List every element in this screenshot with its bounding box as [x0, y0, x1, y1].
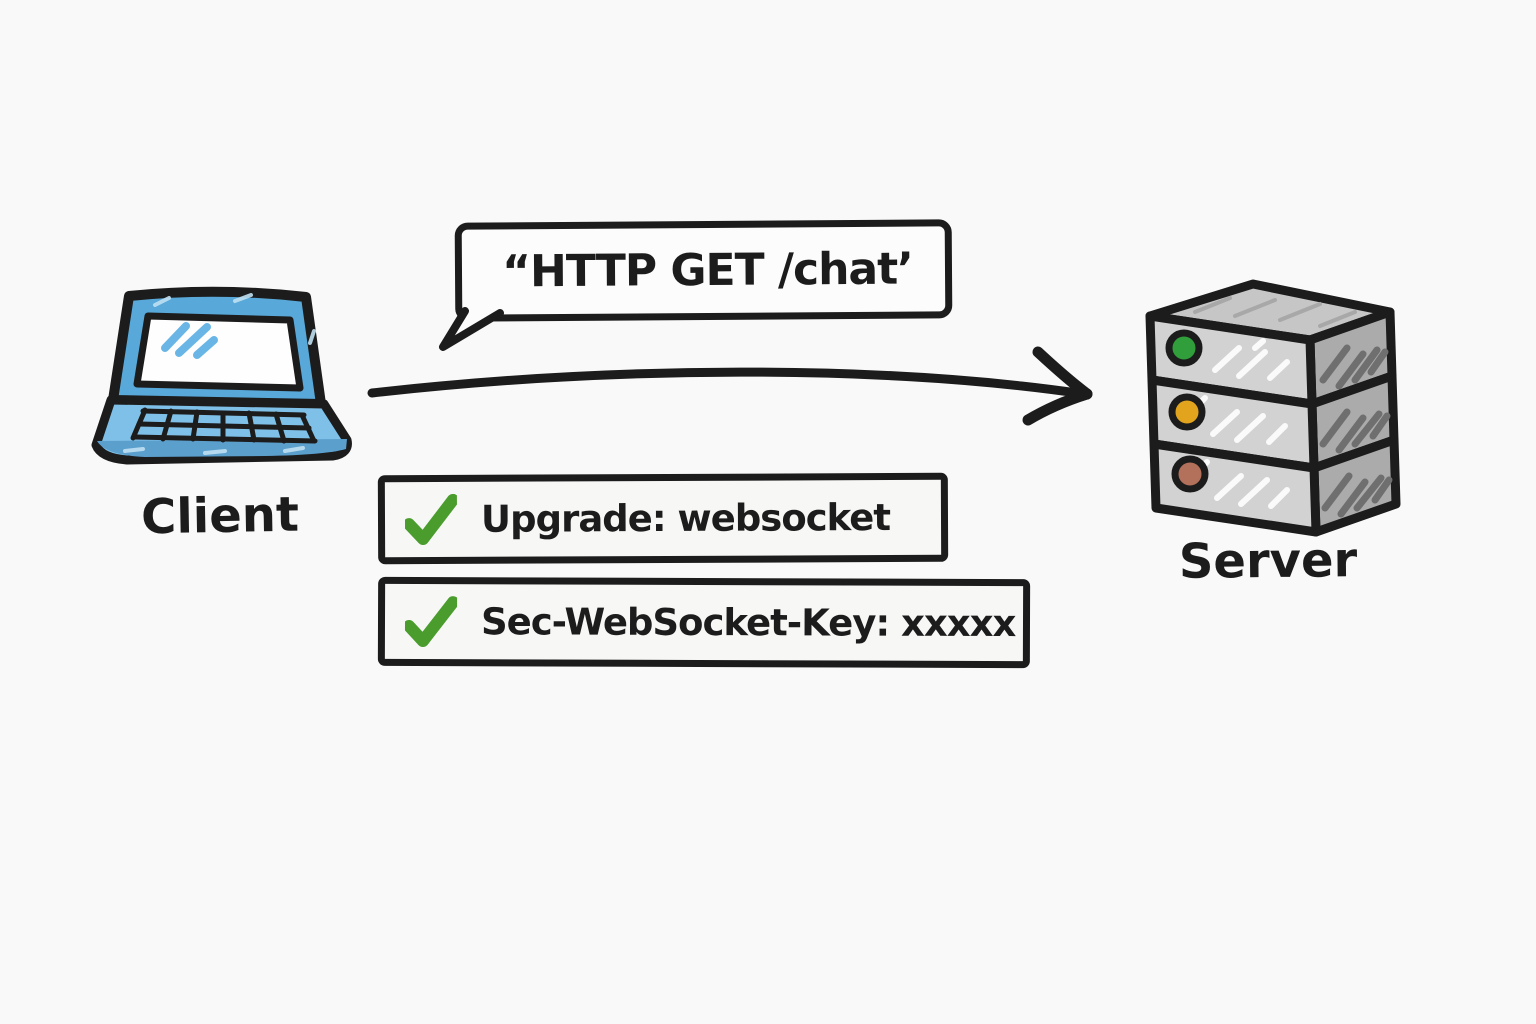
laptop-illustration: [91, 286, 352, 465]
server-illustration: [1145, 279, 1401, 537]
header-label-websocket-key: Sec-WebSocket-Key: xxxxx: [480, 600, 1016, 646]
speech-bubble: “HTTP GET /chat’: [454, 219, 953, 322]
check-icon: [404, 493, 458, 545]
server-top-hatch: [1193, 296, 1357, 328]
lid-highlights: [123, 293, 316, 455]
server-side-faces: [1305, 307, 1401, 537]
check-icon: [404, 595, 458, 647]
client-label: Client: [140, 486, 300, 546]
server-side-hatch: [1319, 344, 1393, 518]
server-label: Server: [1178, 532, 1358, 590]
arrow-head: [1022, 346, 1093, 426]
screen-reflection-icon: [161, 322, 218, 359]
green-status-light: [1165, 329, 1203, 367]
laptop-screen: [133, 312, 304, 392]
arrow-shaft: [367, 367, 1089, 399]
brown-status-light: [1171, 455, 1209, 493]
amber-status-light: [1168, 393, 1206, 431]
laptop-keyboard: [130, 407, 318, 444]
speech-bubble-tail: [439, 307, 504, 351]
header-box-upgrade: Upgrade: websocket: [377, 472, 949, 565]
request-arrow: [367, 346, 1093, 426]
speech-bubble-text: “HTTP GET /chat’: [501, 243, 914, 298]
header-box-websocket-key: Sec-WebSocket-Key: xxxxx: [377, 576, 1031, 669]
header-label-upgrade: Upgrade: websocket: [480, 496, 891, 541]
server-front-highlights: [1192, 338, 1290, 509]
